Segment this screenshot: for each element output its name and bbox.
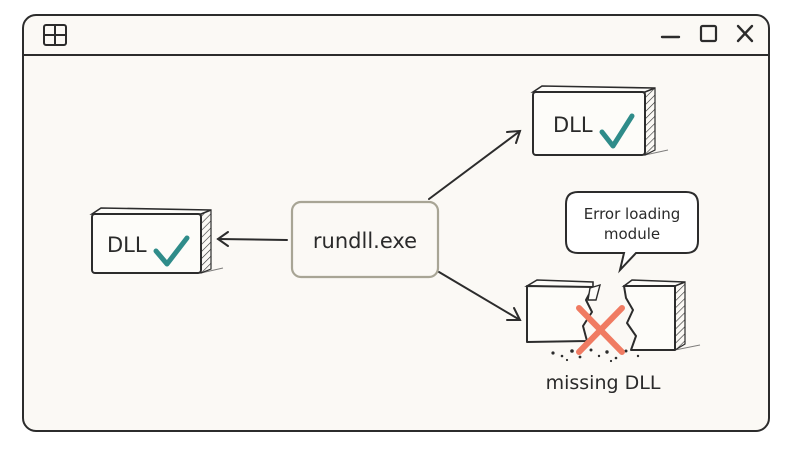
- arrow-to-missing-dll: [438, 271, 522, 321]
- checkmark-icon: [153, 235, 190, 267]
- missing-dll-block: [524, 279, 701, 363]
- dll-block-top-right: DLL: [530, 85, 669, 156]
- maximize-icon[interactable]: [699, 24, 718, 43]
- dll-label-top-right: DLL: [553, 113, 593, 137]
- arrow-to-top-dll: [428, 129, 522, 200]
- dll-label-left: DLL: [107, 233, 147, 257]
- dll-block-left: DLL: [89, 207, 224, 274]
- rubble-debris: [551, 348, 640, 363]
- error-speech-bubble: Error loading module: [565, 191, 699, 274]
- error-message-line2: module: [604, 225, 660, 243]
- error-message-line1: Error loading: [584, 205, 681, 223]
- missing-dll-label: missing DLL: [546, 372, 661, 394]
- checkmark-icon: [599, 113, 635, 149]
- x-mark-icon: [576, 305, 625, 355]
- close-icon[interactable]: [736, 24, 754, 43]
- rundll-process-box: rundll.exe: [290, 200, 440, 279]
- process-label: rundll.exe: [313, 229, 417, 253]
- windows-logo-icon: [43, 24, 67, 46]
- title-bar: [24, 16, 768, 56]
- arrow-to-left-dll: [216, 231, 288, 247]
